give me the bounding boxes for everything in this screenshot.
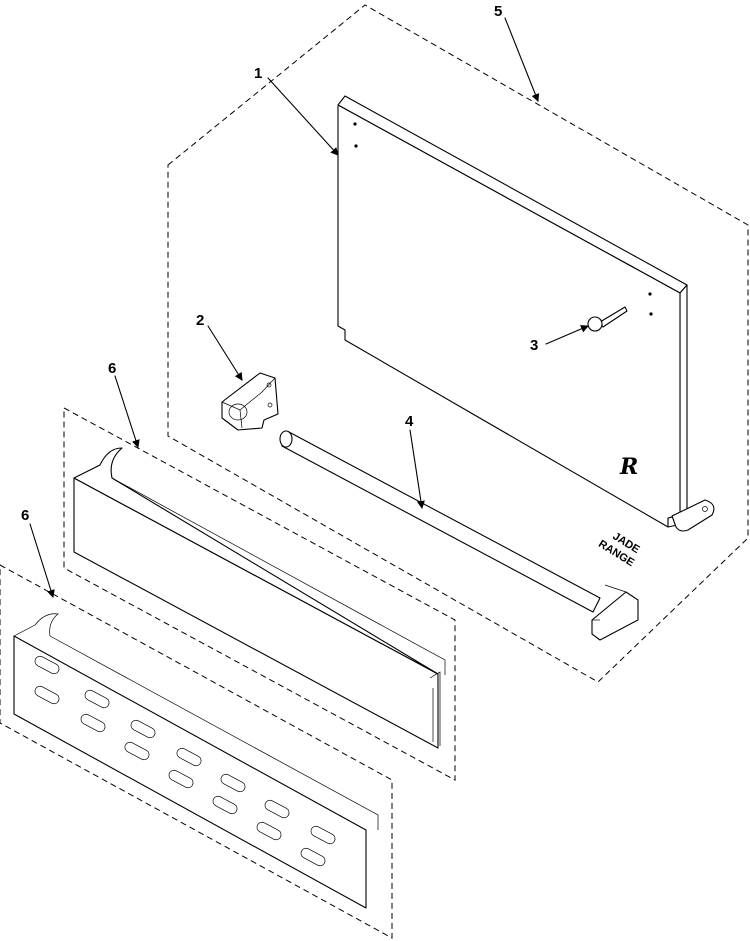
- brand-logo-mark: R: [619, 454, 638, 480]
- callout-5: 5: [494, 3, 502, 20]
- leader-6a: [114, 375, 140, 448]
- callout-1: 1: [254, 65, 262, 82]
- panel-6-lower-outline: [0, 564, 393, 939]
- panel-6-upper-outline: [63, 407, 456, 781]
- callout-6-upper: 6: [108, 360, 116, 377]
- leader-3: [545, 325, 589, 345]
- callout-6-lower: 6: [21, 507, 29, 524]
- panel-6-lower: [13, 613, 379, 909]
- vent-slots-bottom: [34, 685, 326, 867]
- leader-2: [207, 325, 243, 381]
- callout-2: 2: [196, 312, 204, 329]
- brand-label: JADE RANGE: [596, 530, 641, 569]
- hinge-bracket: [221, 372, 279, 431]
- vent-slots-top: [34, 655, 336, 845]
- callout-4: 4: [405, 413, 414, 430]
- leader-1: [267, 77, 339, 156]
- assembly-5-outline: [167, 4, 749, 683]
- door-handle-rod: [279, 430, 639, 641]
- leader-6b: [29, 523, 55, 598]
- door-panel: [337, 95, 715, 532]
- panel-6-upper: [73, 447, 446, 749]
- leader-4: [409, 429, 425, 509]
- callout-3: 3: [530, 337, 538, 354]
- door-knob: [587, 306, 628, 332]
- leader-5: [504, 17, 540, 102]
